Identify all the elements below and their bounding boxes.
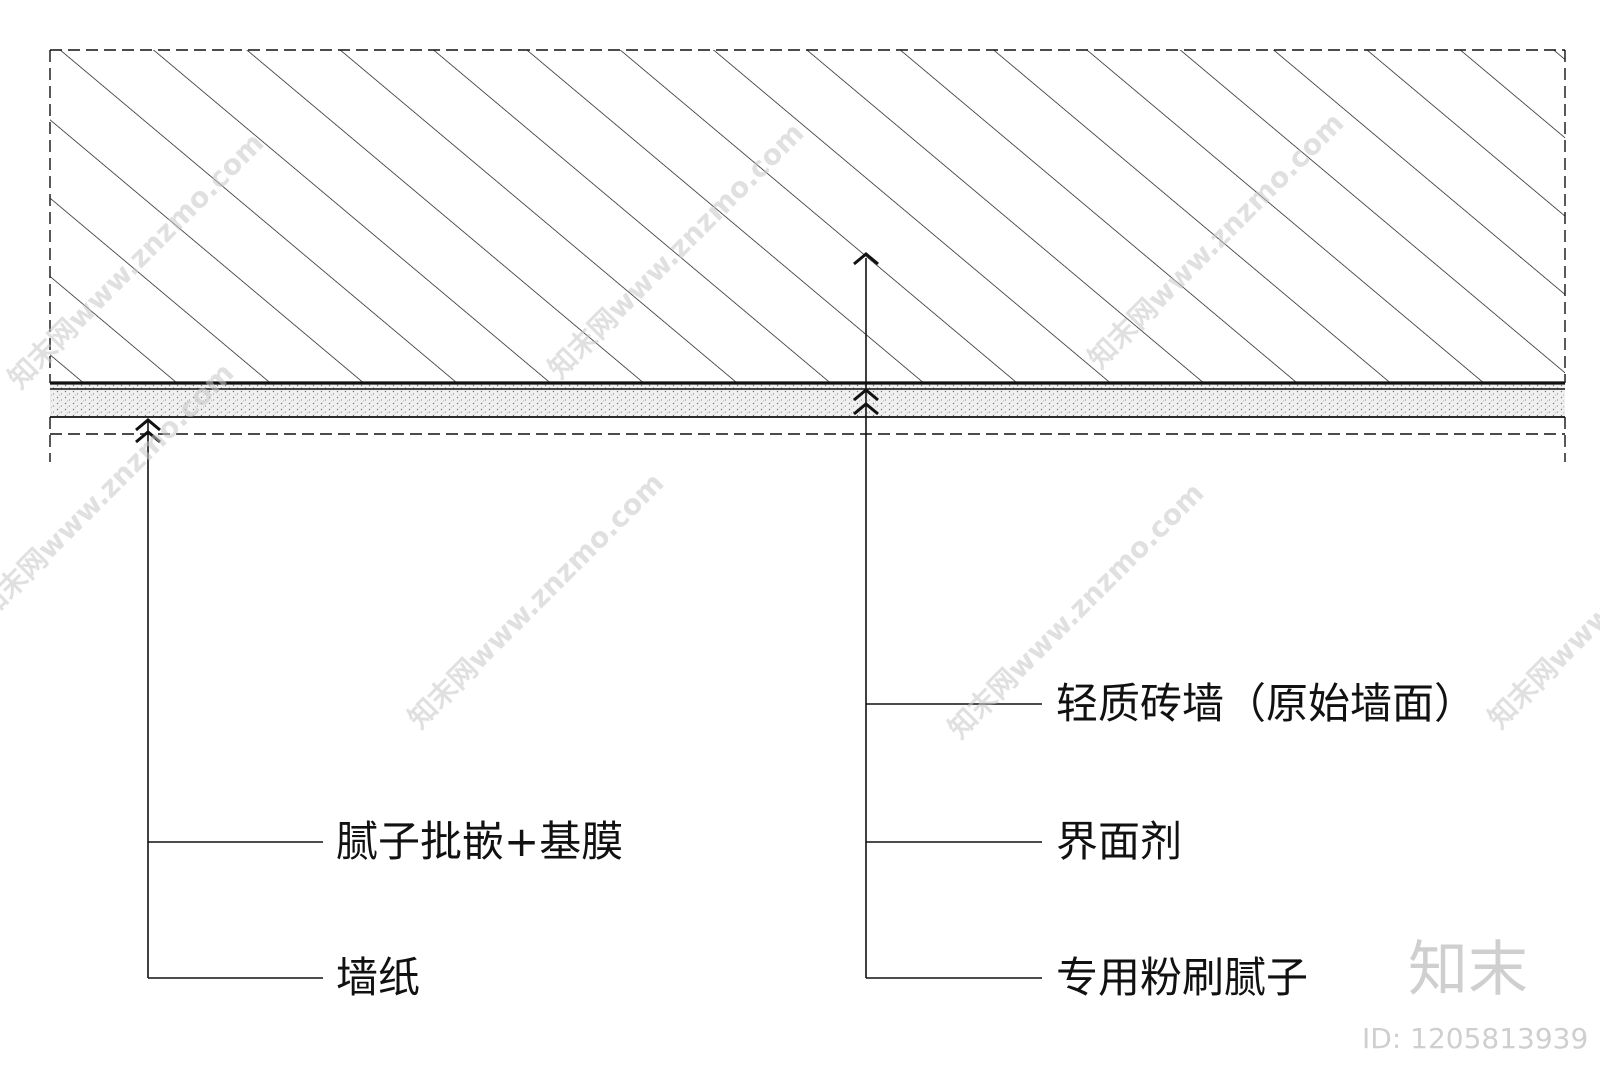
label-putty-film: 腻子批嵌+基膜 [336, 817, 623, 866]
label-wallpaper: 墙纸 [336, 953, 420, 1002]
watermark-id: ID: 1205813939 [1362, 1022, 1588, 1055]
finish-layers [49, 381, 1566, 462]
brick-wall-section [49, 49, 1566, 383]
watermark-text: 知末网www.znzmo.com [1482, 466, 1600, 735]
right-leader [853, 252, 1042, 979]
watermark-brand: 知末 [1408, 935, 1528, 1005]
label-special-putty: 专用粉刷腻子 [1056, 953, 1308, 1002]
label-interface-agent: 界面剂 [1056, 817, 1182, 866]
left-leader [135, 418, 323, 979]
label-brick-wall: 轻质砖墙（原始墙面） [1056, 679, 1476, 728]
watermark-text: 知末网www.znzmo.com [402, 466, 671, 735]
